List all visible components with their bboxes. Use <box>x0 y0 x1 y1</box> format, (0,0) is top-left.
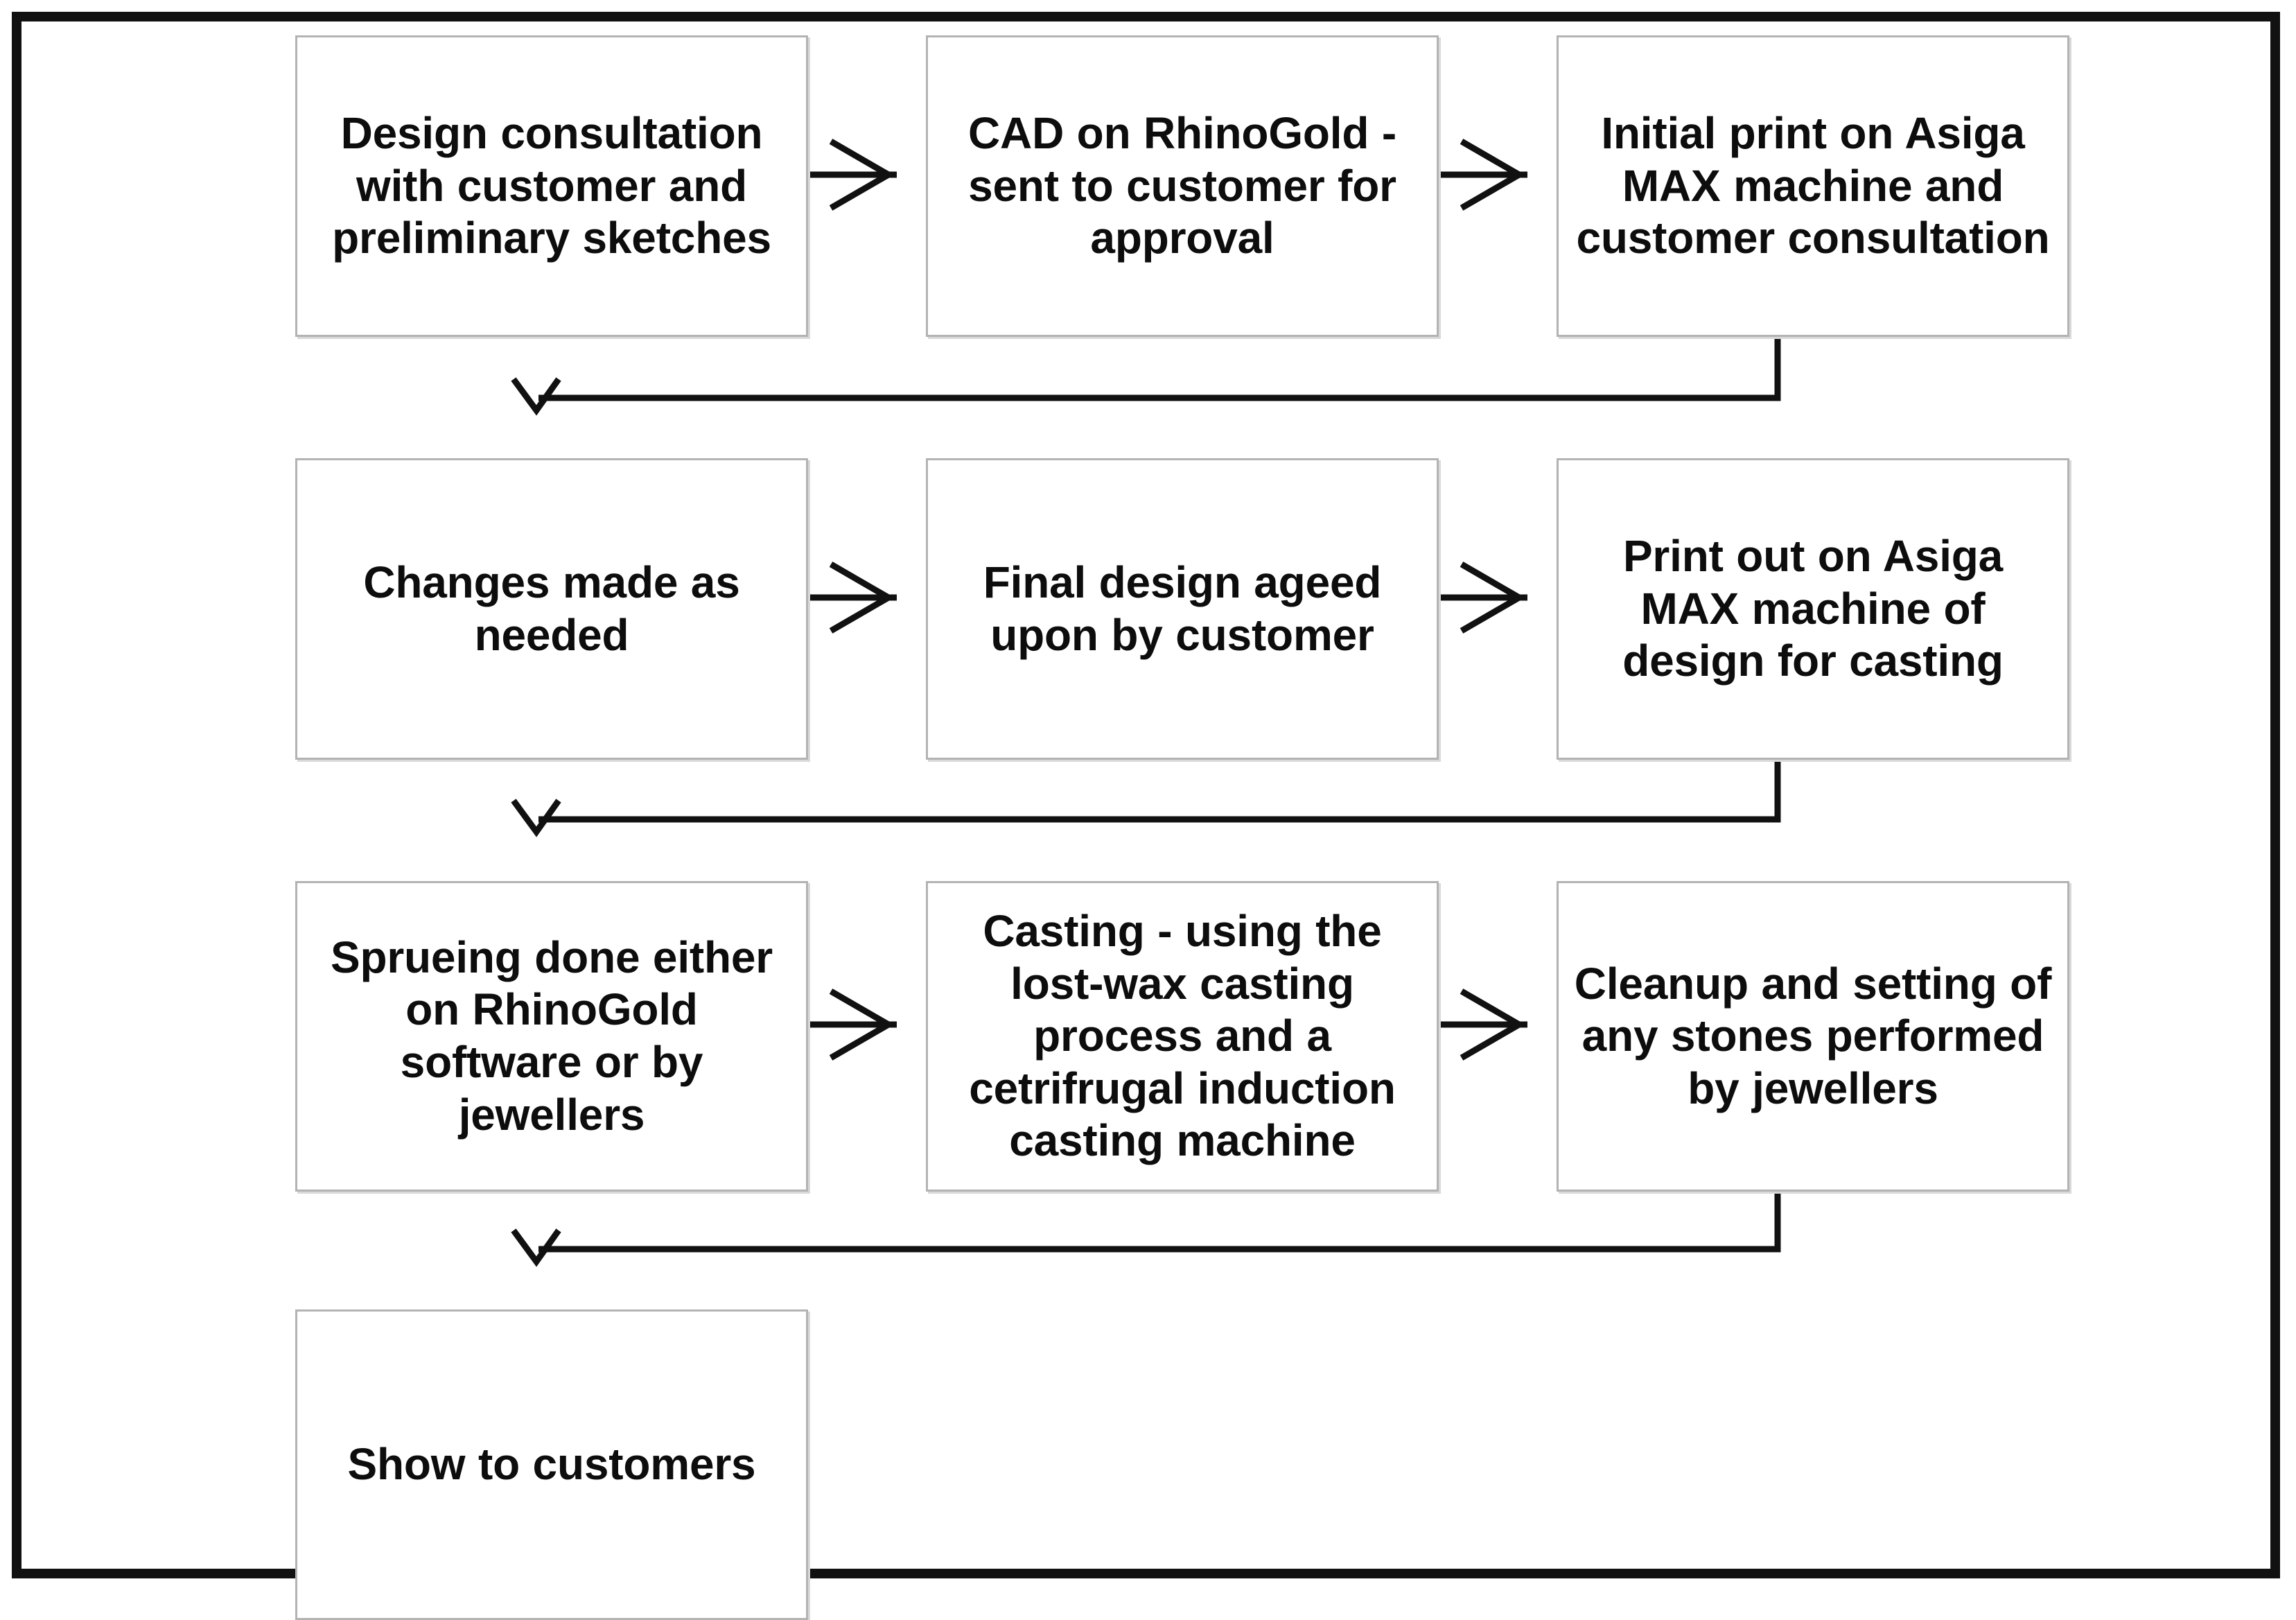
node-label: Changes made as needed <box>363 557 740 660</box>
process-node-final-design-agreed[interactable]: Final design ageed upon by customer <box>926 458 1439 760</box>
arrow-n6-n7 <box>511 750 1781 837</box>
node-label: Print out on Asiga MAX machine of design… <box>1622 531 2004 686</box>
node-label: Cleanup and setting of any stones perfor… <box>1574 958 2052 1113</box>
process-node-show-to-customers[interactable]: Show to customers <box>295 1309 808 1620</box>
arrow-n9-n10 <box>511 1183 1781 1267</box>
node-label: Initial print on Asiga MAX machine and c… <box>1576 108 2050 263</box>
node-label: CAD on RhinoGold - sent to customer for … <box>968 108 1396 263</box>
process-node-casting[interactable]: Casting - using the lost-wax casting pro… <box>926 881 1439 1192</box>
process-node-print-for-casting[interactable]: Print out on Asiga MAX machine of design… <box>1557 458 2069 760</box>
arrow-n4-n5 <box>800 561 897 634</box>
process-node-initial-print[interactable]: Initial print on Asiga MAX machine and c… <box>1557 35 2069 337</box>
diagram-frame: Design consultation with customer and pr… <box>12 12 2280 1620</box>
process-node-cleanup-setting[interactable]: Cleanup and setting of any stones perfor… <box>1557 881 2069 1192</box>
arrow-n1-n2 <box>800 139 897 211</box>
process-node-changes-made[interactable]: Changes made as needed <box>295 458 808 760</box>
connector-layer <box>511 139 1781 1267</box>
arrow-n7-n8 <box>800 988 897 1061</box>
node-label: Final design ageed upon by customer <box>983 557 1382 660</box>
arrow-n5-n6 <box>1430 561 1527 634</box>
arrow-n8-n9 <box>1430 988 1527 1061</box>
node-label: Design consultation with customer and pr… <box>332 108 771 263</box>
arrow-n3-n4 <box>511 327 1781 416</box>
node-label: Casting - using the lost-wax casting pro… <box>969 906 1396 1166</box>
process-node-cad-rhinogold[interactable]: CAD on RhinoGold - sent to customer for … <box>926 35 1439 337</box>
node-label: Sprueing done either on RhinoGold softwa… <box>330 932 773 1140</box>
arrow-n2-n3 <box>1430 139 1527 211</box>
process-node-sprueing[interactable]: Sprueing done either on RhinoGold softwa… <box>295 881 808 1192</box>
node-label: Show to customers <box>347 1439 756 1490</box>
process-node-design-consultation[interactable]: Design consultation with customer and pr… <box>295 35 808 337</box>
